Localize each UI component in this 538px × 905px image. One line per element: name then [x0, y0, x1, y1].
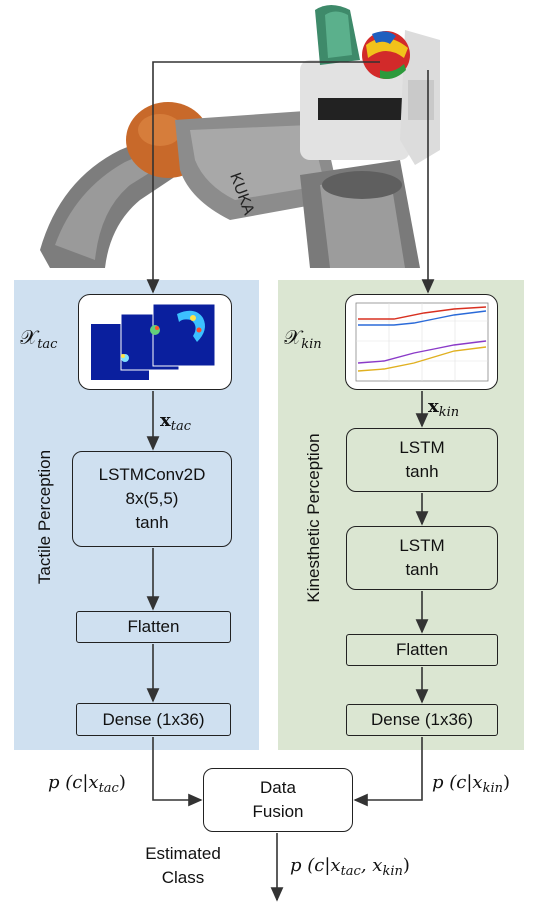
fused-prob-sub-a: tac [340, 864, 361, 879]
kinesthetic-input-sub: kin [301, 337, 322, 352]
tactile-probability-label: p (c|xtac) [48, 772, 126, 796]
kinesthetic-vector-sub: kin [438, 405, 460, 420]
tactile-flatten-label: Flatten [127, 617, 180, 636]
tactile-vector-glyph: x [160, 410, 171, 431]
estimated-line1: Estimated [145, 844, 221, 863]
kinesthetic-input-glyph: 𝒳 [284, 325, 302, 349]
tactile-vector-label: xtac [160, 410, 191, 434]
lstm1-label: LSTM [399, 438, 445, 457]
data-fusion-block: Data Fusion [203, 768, 353, 832]
fusion-label-line2: Fusion [252, 802, 304, 821]
kinesthetic-input-symbol: 𝒳kin [284, 325, 322, 352]
kinesthetic-probability-label: p (c|xkin) [432, 772, 511, 796]
lstmconv2d-kernel: 8x(5,5) [125, 489, 179, 508]
kinesthetic-plot-thumbnail [355, 302, 488, 382]
fusion-label-line1: Data [260, 778, 296, 797]
fused-probability-label: p (c|xtac, xkin) [290, 855, 410, 879]
arrow-ball-to-tactile [146, 61, 380, 294]
fused-prob-text-b: , x [360, 855, 383, 876]
lstm-block-2: LSTM tanh [346, 526, 498, 590]
lstm2-label: LSTM [399, 536, 445, 555]
arrow-kin-dense-to-fusion [353, 737, 423, 807]
kinesthetic-dense-block: Dense (1x36) [346, 704, 498, 736]
tactile-input-glyph: 𝒳 [20, 325, 38, 349]
estimated-line2: Class [161, 868, 205, 887]
robot-arm-illustration: KUKA [40, 5, 440, 268]
tactile-dense-label: Dense (1x36) [102, 709, 205, 729]
kinesthetic-vector-label: xkin [428, 396, 459, 420]
kinesthetic-input-box [345, 294, 498, 390]
tactile-dense-block: Dense (1x36) [76, 703, 231, 736]
tactile-input-sub: tac [37, 337, 58, 352]
tactile-map-stack [91, 303, 216, 380]
kinesthetic-dense-label: Dense (1x36) [370, 710, 474, 729]
lstm2-activation: tanh [405, 560, 439, 579]
kinesthetic-prob-text: p (c|x [432, 772, 483, 793]
tactile-prob-sub: tac [98, 781, 119, 796]
kinesthetic-flatten-block: Flatten [346, 634, 498, 666]
tactile-flatten-block: Flatten [76, 611, 231, 643]
arrow-tac-dense-to-fusion [152, 737, 203, 807]
tactile-prob-text: p (c|x [48, 772, 99, 793]
robot-photo: KUKA [0, 0, 538, 268]
fused-prob-sub-b: kin [382, 864, 403, 879]
lstm-block-1: LSTM tanh [346, 428, 498, 492]
tactile-input-box [78, 294, 232, 390]
fused-prob-text-a: p (c|x [290, 855, 341, 876]
lstm1-activation: tanh [405, 462, 439, 481]
lstmconv2d-activation: tanh [135, 513, 169, 532]
tactile-input-symbol: 𝒳tac [20, 325, 57, 352]
tactile-vector-sub: tac [170, 419, 191, 434]
kinesthetic-prob-sub: kin [482, 781, 503, 796]
kinesthetic-flatten-label: Flatten [396, 640, 448, 659]
lstmconv2d-label: LSTMConv2D [98, 465, 206, 484]
estimated-class-label: Estimated Class [128, 842, 238, 890]
kinesthetic-vector-glyph: x [428, 396, 439, 417]
lstmconv2d-block: LSTMConv2D 8x(5,5) tanh [72, 451, 232, 547]
